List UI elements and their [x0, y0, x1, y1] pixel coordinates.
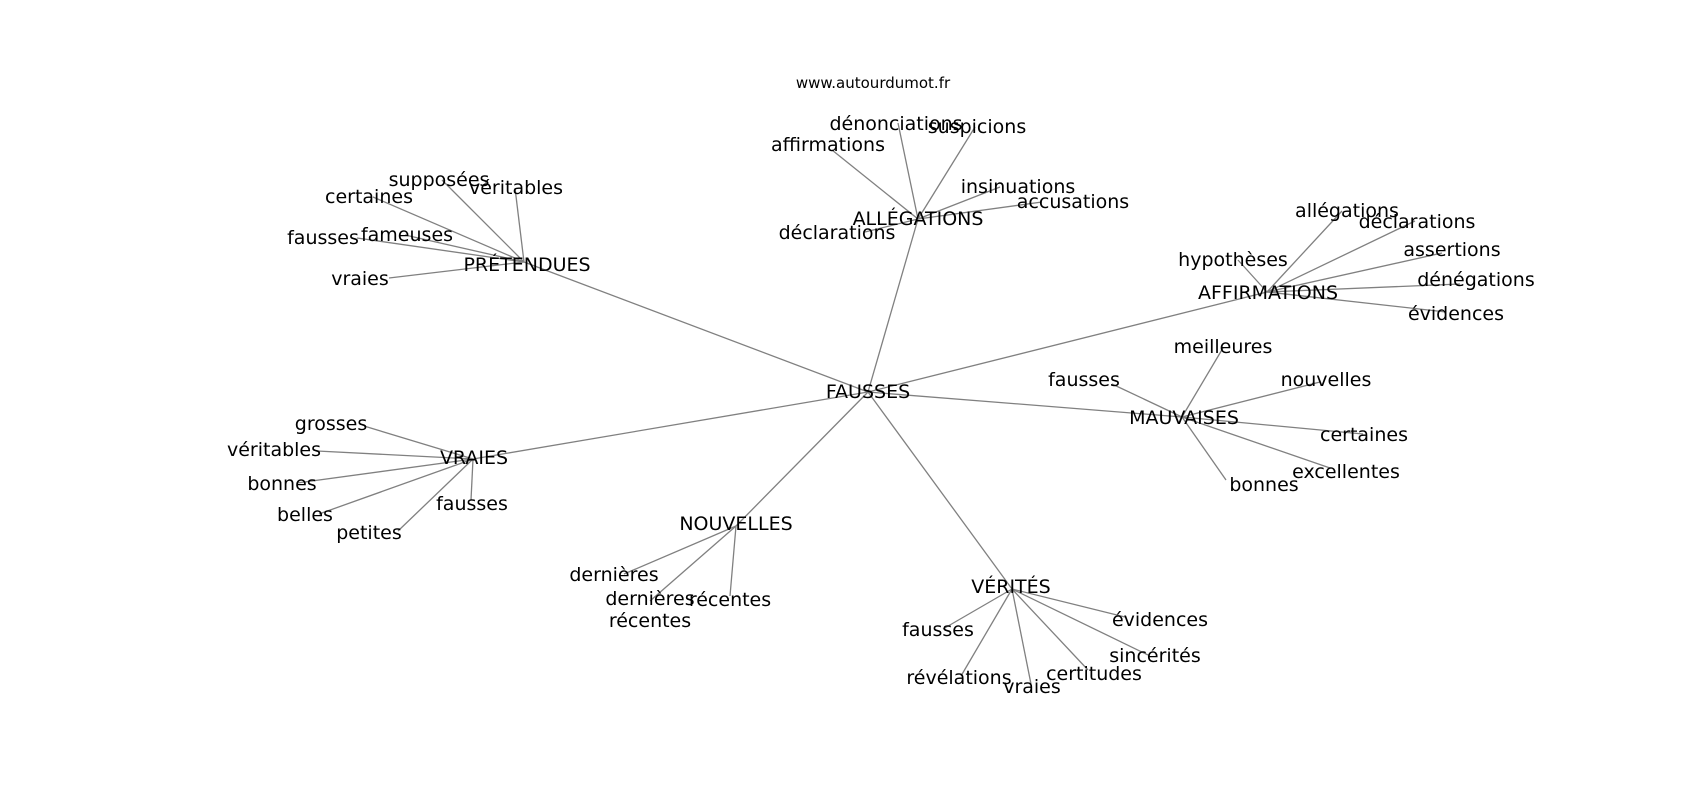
hub-node-verites: VÉRITÉS — [971, 575, 1050, 598]
edge-verites-to-sincerites — [1011, 588, 1149, 656]
leaf-node-verites-certitudes: certitudes — [1046, 663, 1142, 685]
edge-mauvaises-to-certaines — [1181, 416, 1364, 435]
leaf-node-mauvaises-meilleures: meilleures — [1174, 336, 1273, 358]
leaf-node-allegations-denonciations: dénonciations — [829, 113, 962, 135]
leaf-node-allegations-declarations: déclarations — [779, 222, 896, 244]
leaf-node-affirmations-evidences: évidences — [1408, 303, 1504, 325]
edge-vraies-to-grosses — [363, 425, 474, 460]
leaf-node-mauvaises-excellentes: excellentes — [1292, 461, 1400, 483]
edge-affirmations-to-allegations — [1266, 210, 1343, 293]
edge-verites-to-certitudes — [1011, 588, 1089, 671]
edge-pretendues-to-fausses — [356, 237, 525, 263]
edge-center-to-mauvaises — [867, 391, 1183, 418]
leaf-node-pretendues-veritables: véritables — [469, 177, 563, 199]
edge-pretendues-to-supposees — [441, 179, 525, 263]
edge-vraies-to-petites — [397, 458, 474, 532]
graph-edges — [296, 122, 1461, 685]
edge-vraies-to-veritables — [316, 450, 474, 460]
edge-center-to-verites — [867, 391, 1013, 590]
leaf-node-verites-fausses: fausses — [902, 619, 974, 641]
edge-pretendues-to-vraies — [388, 261, 525, 279]
leaf-node-pretendues-certaines: certaines — [325, 186, 413, 208]
leaf-node-verites-evidences: évidences — [1112, 609, 1208, 631]
edge-center-to-pretendues — [523, 261, 869, 393]
edge-nouvelles-to-dernieres-recentes — [649, 525, 737, 602]
hub-node-affirmations: AFFIRMATIONS — [1198, 282, 1338, 304]
edge-mauvaises-to-nouvelles — [1181, 381, 1321, 418]
edge-nouvelles-to-recentes — [729, 525, 737, 597]
leaf-node-verites-vraies: vraies — [1003, 676, 1061, 698]
edge-center-to-vraies — [472, 391, 869, 460]
edge-nouvelles-to-dernieres — [623, 525, 737, 575]
leaf-node-pretendues-fameuses: fameuses — [361, 224, 453, 246]
leaf-node-allegations-suspicions: suspicions — [928, 116, 1026, 138]
hub-node-mauvaises: MAUVAISES — [1129, 407, 1239, 429]
leaf-node-vraies-grosses: grosses — [295, 413, 367, 435]
leaf-node-vraies-fausses: fausses — [436, 493, 508, 515]
edge-verites-to-evidences — [1011, 588, 1126, 618]
edge-pretendues-to-certaines — [372, 196, 525, 263]
leaf-node-verites-revelations: révélations — [906, 667, 1011, 689]
leaf-node-mauvaises-nouvelles: nouvelles — [1281, 369, 1372, 391]
leaf-node-vraies-petites: petites — [336, 522, 402, 544]
edge-vraies-to-belles — [318, 458, 474, 515]
leaf-node-allegations-affirmations: affirmations — [771, 134, 885, 156]
hub-node-nouvelles: NOUVELLES — [679, 513, 792, 535]
hub-node-vraies: VRAIES — [440, 447, 508, 469]
edge-mauvaises-to-bonnes — [1181, 416, 1227, 481]
leaf-node-nouvelles-dernieres: dernières — [569, 564, 658, 586]
leaf-node-vraies-belles: belles — [277, 504, 333, 526]
edge-vraies-to-fausses — [470, 458, 474, 501]
edge-verites-to-fausses — [942, 588, 1013, 630]
edge-verites-to-vraies — [1011, 588, 1032, 685]
edge-center-to-affirmations — [867, 291, 1268, 393]
source-watermark: www.autourdumot.fr — [796, 74, 951, 92]
edge-allegations-to-accusations — [917, 201, 1043, 220]
edge-allegations-to-insinuations — [917, 186, 1001, 220]
edge-mauvaises-to-excellentes — [1181, 416, 1331, 469]
edge-center-to-allegations — [867, 218, 919, 393]
edge-pretendues-to-veritables — [514, 187, 525, 263]
leaf-node-vraies-veritables: véritables — [227, 439, 321, 461]
edge-affirmations-to-evidences — [1266, 291, 1447, 313]
edge-vraies-to-bonnes — [296, 458, 474, 484]
edge-allegations-to-declarations — [864, 218, 919, 233]
leaf-node-pretendues-vraies: vraies — [331, 268, 389, 290]
leaf-node-affirmations-denegations: dénégations — [1417, 269, 1534, 291]
edge-affirmations-to-assertions — [1266, 252, 1443, 293]
leaf-node-vraies-bonnes: bonnes — [247, 473, 316, 495]
edge-mauvaises-to-meilleures — [1181, 347, 1224, 418]
edge-mauvaises-to-fausses — [1111, 383, 1183, 418]
hub-node-pretendues: PRÉTENDUES — [463, 253, 590, 276]
edge-allegations-to-affirmations — [831, 149, 919, 220]
leaf-node-verites-sincerites: sincérités — [1109, 645, 1200, 667]
leaf-node-mauvaises-certaines: certaines — [1320, 424, 1408, 446]
center-node-fausses: FAUSSES — [826, 381, 910, 403]
hub-node-allegations: ALLÉGATIONS — [853, 207, 984, 230]
leaf-node-affirmations-assertions: assertions — [1403, 239, 1500, 261]
edge-affirmations-to-hypotheses — [1237, 259, 1268, 293]
leaf-node-nouvelles-recentes: récentes — [689, 589, 771, 611]
leaf-node-pretendues-fausses: fausses — [287, 227, 359, 249]
leaf-node-affirmations-allegations: allégations — [1295, 200, 1399, 222]
edge-affirmations-to-declarations — [1266, 220, 1416, 293]
edge-pretendues-to-fameuses — [404, 234, 525, 263]
leaf-node-allegations-insinuations: insinuations — [961, 176, 1076, 198]
leaf-node-allegations-accusations: accusations — [1017, 191, 1129, 213]
leaf-node-affirmations-declarations: déclarations — [1359, 211, 1476, 233]
edge-verites-to-revelations — [960, 588, 1013, 677]
edge-affirmations-to-denegations — [1266, 283, 1461, 293]
edge-center-to-nouvelles — [735, 391, 869, 527]
leaf-node-mauvaises-bonnes: bonnes — [1229, 474, 1298, 496]
edge-allegations-to-denonciations — [897, 122, 919, 220]
leaf-node-pretendues-supposees: supposées — [389, 169, 490, 191]
edge-allegations-to-suspicions — [917, 126, 976, 220]
leaf-node-affirmations-hypotheses: hypothèses — [1178, 249, 1288, 271]
leaf-node-mauvaises-fausses: fausses — [1048, 369, 1120, 391]
